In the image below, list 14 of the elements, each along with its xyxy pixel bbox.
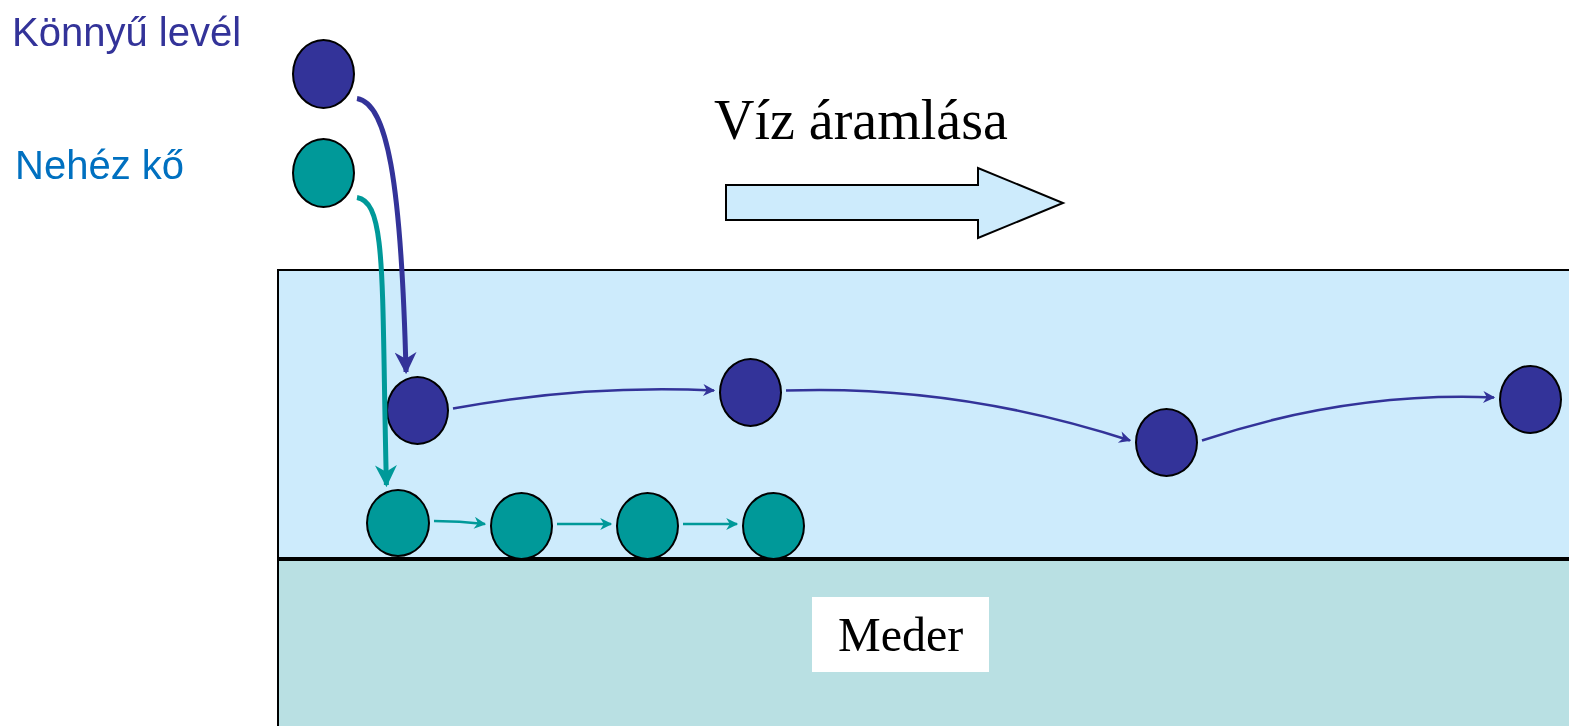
arrow	[785, 388, 1132, 444]
riverbed-label: Meder	[812, 597, 990, 672]
particle-label: Könnyű levél	[12, 10, 242, 55]
arrow	[683, 518, 739, 530]
riverbed-band	[277, 559, 1569, 726]
water-layer	[277, 269, 1569, 559]
arrow	[356, 195, 397, 488]
arrow	[452, 384, 716, 410]
arrow	[1201, 391, 1496, 442]
arrow	[434, 516, 487, 529]
arrow	[356, 96, 417, 375]
particle-label: Nehéz kő	[15, 143, 184, 188]
arrow	[557, 518, 613, 530]
flow-label: Víz áramlása	[714, 88, 1008, 152]
